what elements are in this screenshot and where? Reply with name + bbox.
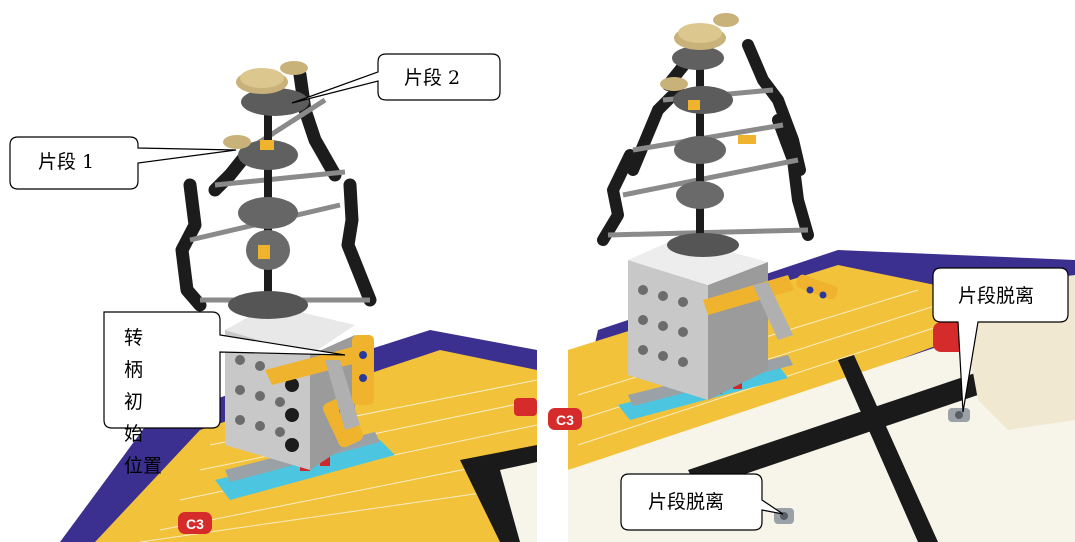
left-callout-bubbles — [9, 53, 501, 429]
crank-gray-link — [753, 282, 793, 340]
callout-bubble-segment-2 — [291, 53, 501, 104]
callout-detach-top-text: 片段脱离 — [958, 285, 1035, 307]
svg-text:C3: C3 — [186, 516, 204, 532]
callout-bubble-detach-bottom — [620, 473, 784, 531]
mat-c3-tag: C3 — [178, 512, 212, 534]
callout-bubble-detach-top — [932, 267, 1069, 413]
callout-crank-text: 转 柄 初 始 位置 — [124, 322, 212, 482]
callout-segment-1-text: 片段 1 — [38, 151, 95, 173]
crank-yellow-arm — [703, 274, 838, 315]
callout-segment-2-text: 片段 2 — [404, 67, 461, 89]
callout-bubble-crank — [103, 311, 346, 429]
right-callout-bubbles — [620, 267, 1069, 531]
callout-crank-line-3: 位置 — [124, 455, 163, 477]
body-top-face — [628, 238, 768, 285]
gear-top-small-2 — [660, 77, 688, 91]
callout-crank-line-2: 初 始 — [124, 391, 162, 445]
callout-bubble-segment-1 — [9, 136, 237, 190]
left-render-panel: C3 — [0, 0, 537, 542]
right-render-panel: C3 — [538, 0, 1075, 542]
mat-white-area — [500, 462, 537, 542]
gear-top-small-1 — [713, 13, 739, 27]
body-holes — [638, 285, 688, 367]
yellow-connectors — [688, 100, 756, 144]
callout-crank-line-1: 转 柄 — [124, 327, 162, 381]
gear-top-large — [674, 23, 726, 50]
mat-c3-tag: C3 — [548, 408, 582, 430]
black-frame — [597, 39, 814, 246]
crank-gray-link — [325, 360, 360, 430]
gear-segment-1 — [223, 135, 251, 149]
gray-hubs — [228, 88, 309, 319]
gear-segment-2-top — [236, 68, 288, 94]
detached-piece-top — [948, 408, 970, 422]
callout-detach-bottom-text: 片段脱离 — [648, 491, 725, 513]
gear-segment-2-small — [280, 61, 308, 75]
mat-black-strip-vertical — [838, 355, 938, 542]
left-robot-render: C3 — [60, 61, 537, 542]
svg-text:C3: C3 — [556, 412, 574, 428]
body-black-rings — [285, 378, 299, 452]
mat-red-tag-right — [514, 398, 537, 416]
body-front-face — [628, 260, 708, 400]
yellow-connectors — [258, 140, 274, 259]
